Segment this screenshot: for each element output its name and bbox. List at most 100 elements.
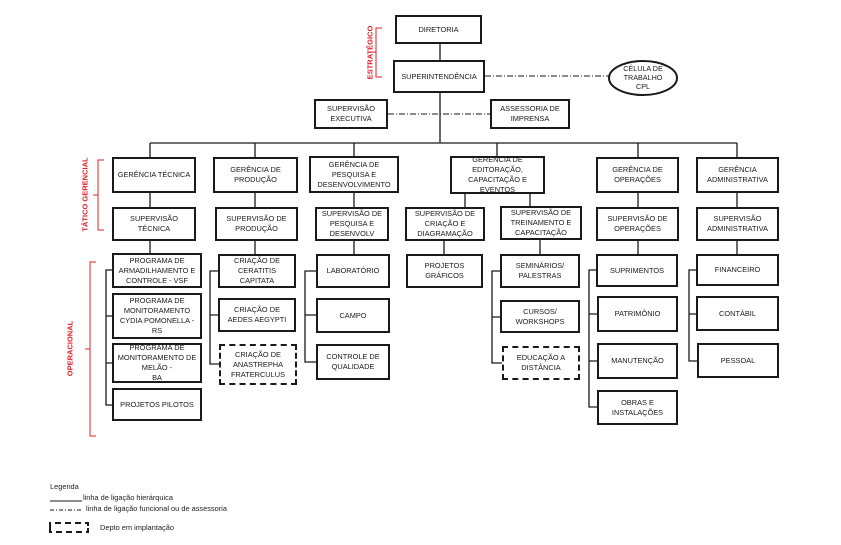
box-label-line: GERÊNCIA DE — [612, 165, 663, 174]
box-label-line: DIRETORIA — [418, 24, 459, 34]
box-label-line: GERÊNCIA DE — [230, 165, 281, 174]
legend-dashed: Depto em implantação — [100, 523, 174, 532]
brace-estrategico — [371, 27, 382, 78]
legend-dashed-box — [49, 522, 89, 533]
box-label-line: CRIAÇÃO DE — [234, 256, 280, 265]
box-label-line: MONITORAMENTO — [123, 306, 191, 315]
box-label-line: MANUTENÇÃO — [611, 356, 664, 365]
box-label-line: INSTALAÇÕES — [611, 407, 664, 417]
box-unit: PROJETOS PILOTOS — [112, 388, 202, 421]
box-label-line: SUPERVISÃO — [713, 214, 762, 223]
box-superintendencia: SUPERINTENDÊNCIA — [393, 60, 485, 93]
box-diretoria: DIRETORIA — [395, 15, 482, 44]
box-label-line: FRATERCULUS — [230, 369, 286, 379]
box-label-line: FINANCEIRO — [714, 265, 761, 274]
box-label-line: QUALIDADE — [331, 362, 375, 371]
box-unit: CURSOS/WORKSHOPS — [500, 300, 580, 333]
box-label-line: PESQUISA E — [331, 169, 377, 179]
box-label-line: DISTÂNCIA — [521, 363, 561, 372]
box-label-line: SUPERVISÃO DE — [321, 209, 383, 218]
box-unit: PATRIMÔNIO — [597, 296, 678, 332]
box-label-line: PROJETOS — [424, 261, 465, 270]
box-label-line: MELÃO - — [141, 363, 173, 372]
box-label-line: SUPERVISÃO DE — [226, 214, 287, 223]
box-label-line: PRODUÇÃO — [235, 224, 278, 233]
box-label-line: ADMINISTRATIVA — [707, 224, 768, 233]
celula-label: CÉLULA DE TRABALHO CPL — [623, 64, 663, 91]
box-label-line: GERÊNCIA TÉCNICA — [117, 170, 191, 179]
box-label-line: ANASTREPHA — [232, 359, 284, 369]
box-label-line: EXECUTIVA — [330, 114, 372, 123]
legend-hierarchical: linha de ligação hierárquica — [83, 493, 173, 502]
spine-administrativa — [688, 269, 697, 362]
box-label-line: PROGRAMA DE — [129, 296, 185, 305]
level-estrategico: ESTRATÉGICO — [365, 25, 375, 80]
brace-tatico — [93, 159, 104, 231]
box-label-line: OPERAÇÕES — [614, 224, 661, 233]
box-label-line: CRIAÇÃO E — [424, 219, 466, 228]
box-label-line: SUPERVISÃO DE — [414, 209, 476, 218]
box-label-line: CAPACITAÇÃO — [515, 228, 567, 237]
box-label-line: SEMINÁRIOS/ — [515, 261, 565, 270]
spine-operacoes — [588, 269, 597, 408]
box-label-line: SUPRIMENTOS — [609, 265, 665, 275]
legend-title: Legenda — [50, 482, 79, 491]
box-label-line: GERÊNCIA DE — [328, 159, 380, 169]
spine-pd — [304, 270, 316, 363]
box-label-line: EDUCAÇÃO A — [516, 353, 566, 362]
box-label-line: CAPACITAÇÃO E — [468, 175, 527, 184]
box-label-line: OPERAÇÕES — [614, 175, 661, 184]
box-label-line: PALESTRAS — [518, 271, 562, 280]
box-label-line: GERÊNCIA — [718, 165, 757, 174]
box-label-line: CONTROLE - VSF — [125, 275, 188, 285]
box-label-line: ADMINISTRATIVA — [707, 175, 768, 184]
spine-tecnica — [105, 269, 112, 406]
box-label-line: CURSOS/ — [523, 306, 557, 316]
box-label-line: CERATITIS — [237, 266, 277, 275]
spine-producao — [209, 270, 219, 365]
box-label-line: PROGRAMA DE — [129, 255, 185, 265]
box-label-line: DIAGRAMAÇÃO — [417, 229, 473, 238]
box-label-line: EDITORAÇÃO, — [472, 165, 523, 174]
box-unit: SUPRIMENTOS — [596, 254, 678, 287]
box-label-line: LABORATÓRIO — [326, 266, 380, 275]
level-tatico: TÁTICO GERENCIAL — [80, 157, 90, 232]
box-label-line: DESENVOLVIMENTO — [317, 179, 391, 189]
box-label-line: IMPRENSA — [510, 114, 550, 123]
box-label-line: ARMADILHAMENTO E — [118, 265, 196, 275]
box-label-line: DESENVOLV — [329, 229, 375, 238]
box-unit: PESSOAL — [697, 343, 779, 378]
box-label-line: GRÁFICOS — [425, 271, 464, 280]
box-label-line: PROJETOS PILOTOS — [120, 399, 194, 409]
box-label-line: PRODUÇÃO — [234, 175, 277, 184]
brace-operacional — [85, 261, 96, 437]
box-label-line: SUPERVISÃO — [327, 104, 375, 113]
box-unit: LABORATÓRIO — [316, 254, 390, 288]
box-label-line: WORKSHOPS — [515, 316, 565, 326]
box-label-line: CAMPO — [339, 310, 367, 320]
box-label-line: BA — [152, 373, 162, 382]
celula-ellipse — [608, 60, 678, 96]
box-label-line: SUPERVISÃO — [130, 214, 178, 223]
box-label-line: AEDES AEGYPTI — [227, 315, 287, 324]
box-label-line: SUPERVISÃO DE — [607, 214, 668, 223]
box-label-line: CAPITATA — [239, 276, 275, 285]
